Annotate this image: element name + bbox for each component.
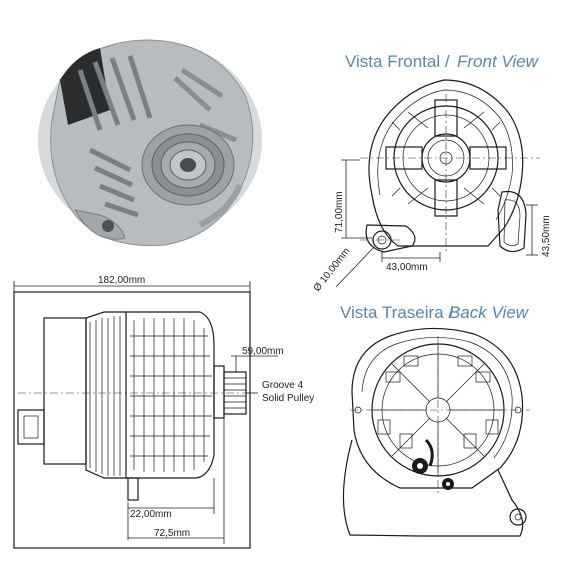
side-view-fins xyxy=(89,316,212,476)
back-view-title: Vista Traseira / Back View xyxy=(340,303,530,322)
alternator-photo xyxy=(38,39,262,247)
mount-height-label: 43,50mm xyxy=(541,215,552,257)
front-view-title-pt: Vista Frontal / xyxy=(345,52,450,71)
front-view-drawing xyxy=(360,79,540,253)
back-view-drawing xyxy=(342,327,530,537)
front-view-title-en: Front View xyxy=(457,52,540,71)
hole-diameter-label: Ø 10,00mm xyxy=(312,246,353,294)
back-view-title-en: Back View xyxy=(449,303,530,322)
mount-spacing-label: 43,00mm xyxy=(386,262,428,273)
pulley-offset-label: 72,5mm xyxy=(154,528,190,539)
back-view-title-pt: Vista Traseira / xyxy=(340,303,453,322)
front-view-title: Vista Frontal / Front View xyxy=(345,52,540,71)
side-view-dimensions: 182,00mm 59,00mm Groove 4 Solid Pulley 2… xyxy=(13,275,314,544)
pulley-note-groove: Groove 4 xyxy=(262,380,304,391)
side-view-drawing xyxy=(13,291,258,549)
pulley-diameter-label: 59,00mm xyxy=(242,346,284,357)
terminal-posts xyxy=(412,438,454,490)
front-view-dimensions: 71,00mm 43,00mm Ø 10,00mm 43,50mm xyxy=(312,159,552,294)
overall-length-label: 182,00mm xyxy=(98,275,145,286)
mount-offset-label: 22,00mm xyxy=(130,509,172,520)
body-height-label: 71,00mm xyxy=(334,191,345,233)
pulley-note-type: Solid Pulley xyxy=(262,393,314,404)
